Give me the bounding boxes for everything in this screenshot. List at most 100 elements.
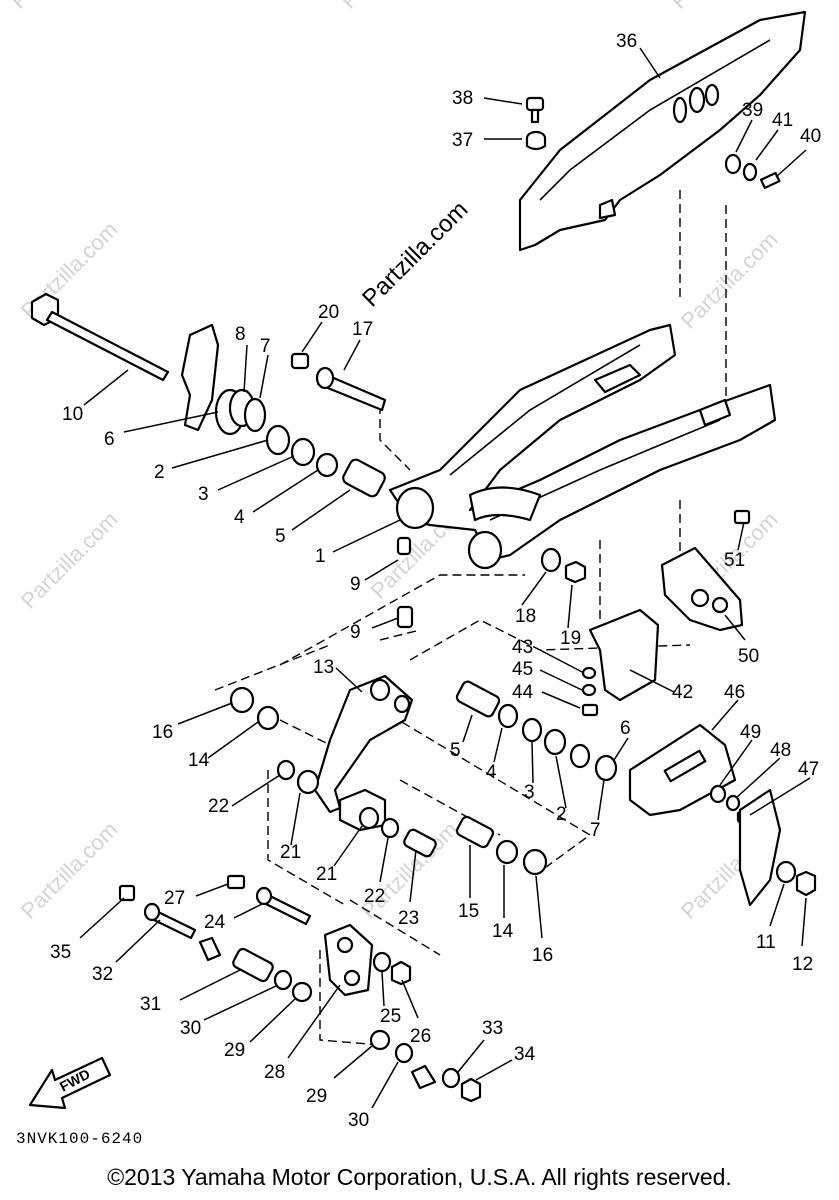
callout: 5 <box>450 740 461 761</box>
callout: 19 <box>560 628 581 649</box>
callout: 28 <box>264 1062 285 1083</box>
callout: 31 <box>140 994 161 1015</box>
callout: 26 <box>410 1026 431 1047</box>
callout: 16 <box>532 945 553 966</box>
washers-39-41-40 <box>724 153 781 190</box>
swingarm <box>388 323 777 570</box>
callout: 9 <box>350 574 361 595</box>
callout: 3 <box>198 484 209 505</box>
callout: 49 <box>740 722 761 743</box>
shaft-17 <box>315 366 387 412</box>
callout: 14 <box>188 750 210 771</box>
callout: 29 <box>306 1086 327 1107</box>
frame-bracket <box>180 323 220 432</box>
callout: 33 <box>482 1018 503 1039</box>
callout: 47 <box>798 759 819 780</box>
copyright-notice: ©2013 Yamaha Motor Corporation, U.S.A. A… <box>107 1164 732 1190</box>
leader-lines <box>79 47 811 1109</box>
watermark-text: Partzilla.com <box>666 0 773 14</box>
callout: 25 <box>380 1006 401 1027</box>
callout: 5 <box>275 526 286 547</box>
callout: 35 <box>50 942 71 963</box>
watermark-text: Partzilla.com <box>16 507 123 614</box>
watermark-text: Partzilla.com <box>16 817 123 924</box>
frame-plate-right <box>738 788 782 907</box>
relay-arm-13 <box>313 674 414 832</box>
pivot-seals <box>214 388 386 498</box>
callout: 43 <box>512 637 533 658</box>
callout: 6 <box>104 429 115 450</box>
callout: 45 <box>512 659 533 680</box>
assembly-lines <box>214 190 727 1046</box>
callout: 34 <box>514 1044 536 1065</box>
watermark-text: Partzilla.com <box>6 0 113 14</box>
callout: 12 <box>792 954 813 975</box>
callout: 6 <box>620 718 631 739</box>
callout: 4 <box>234 507 245 528</box>
document-code: 3NVK100-6240 <box>16 1130 144 1148</box>
bolt-27-24 <box>226 874 312 926</box>
callout: 7 <box>260 336 271 357</box>
callout: 20 <box>318 302 339 323</box>
watermark-text: Partzilla.com <box>676 227 783 334</box>
bolt-35 <box>118 884 136 902</box>
chain-guide-50 <box>660 546 744 632</box>
callout: 44 <box>512 682 534 703</box>
callout: 7 <box>590 820 601 841</box>
callout: 11 <box>756 932 776 953</box>
washer-18 <box>540 547 562 573</box>
callout: 29 <box>224 1040 245 1061</box>
callout: 18 <box>515 606 536 627</box>
callout: 4 <box>486 762 497 783</box>
clip-24 <box>198 936 222 962</box>
callout: 50 <box>738 646 759 667</box>
callout: 30 <box>180 1018 201 1039</box>
callout: 16 <box>152 722 173 743</box>
bolt-51 <box>733 509 751 525</box>
callout: 37 <box>452 130 473 151</box>
callout: 36 <box>616 31 637 52</box>
forward-direction-arrow: FWD <box>28 1056 112 1110</box>
callout: 32 <box>92 964 113 985</box>
nut-19 <box>564 560 587 584</box>
callout: 24 <box>204 912 226 933</box>
callout: 46 <box>724 682 745 703</box>
connecting-rod-28 <box>323 923 374 997</box>
callout: 40 <box>800 126 821 147</box>
callout: 2 <box>556 804 567 825</box>
callout: 42 <box>672 682 693 703</box>
bearings-16-14 <box>229 686 280 731</box>
washers-33-34 <box>441 1067 482 1103</box>
callout: 2 <box>154 462 165 483</box>
callout: 30 <box>348 1110 369 1131</box>
plate-42 <box>588 608 660 702</box>
chain-guard <box>518 10 807 252</box>
callout: 8 <box>235 324 246 345</box>
pivot-shaft <box>30 292 170 382</box>
callout-labels: 36 38 37 39 41 40 20 17 8 7 10 6 2 3 4 5… <box>50 31 821 1131</box>
callout: 27 <box>164 888 185 909</box>
callout: 41 <box>772 110 793 131</box>
center-bearings <box>455 680 618 782</box>
collar-37 <box>525 130 547 151</box>
grease-nipples <box>396 536 414 629</box>
watermark-text-main: Partzilla.com <box>357 196 473 312</box>
bolt-32 <box>143 902 197 940</box>
callout: 39 <box>742 100 763 121</box>
callout: 14 <box>492 921 514 942</box>
callout: 15 <box>458 901 479 922</box>
collar-31 <box>232 947 274 983</box>
callout: 21 <box>316 864 337 885</box>
callout: 51 <box>724 550 745 571</box>
nuts-11-12 <box>775 860 817 897</box>
washers-25-26 <box>372 951 412 986</box>
callout: 1 <box>315 546 326 567</box>
chain-tensioner-46 <box>628 723 737 817</box>
watermark-text: Partzilla.com <box>336 0 443 14</box>
callout: 21 <box>280 842 301 863</box>
lower-left-bushings <box>276 759 400 839</box>
callout: 13 <box>313 657 334 678</box>
callout: 38 <box>452 88 473 109</box>
callout: 9 <box>350 622 361 643</box>
